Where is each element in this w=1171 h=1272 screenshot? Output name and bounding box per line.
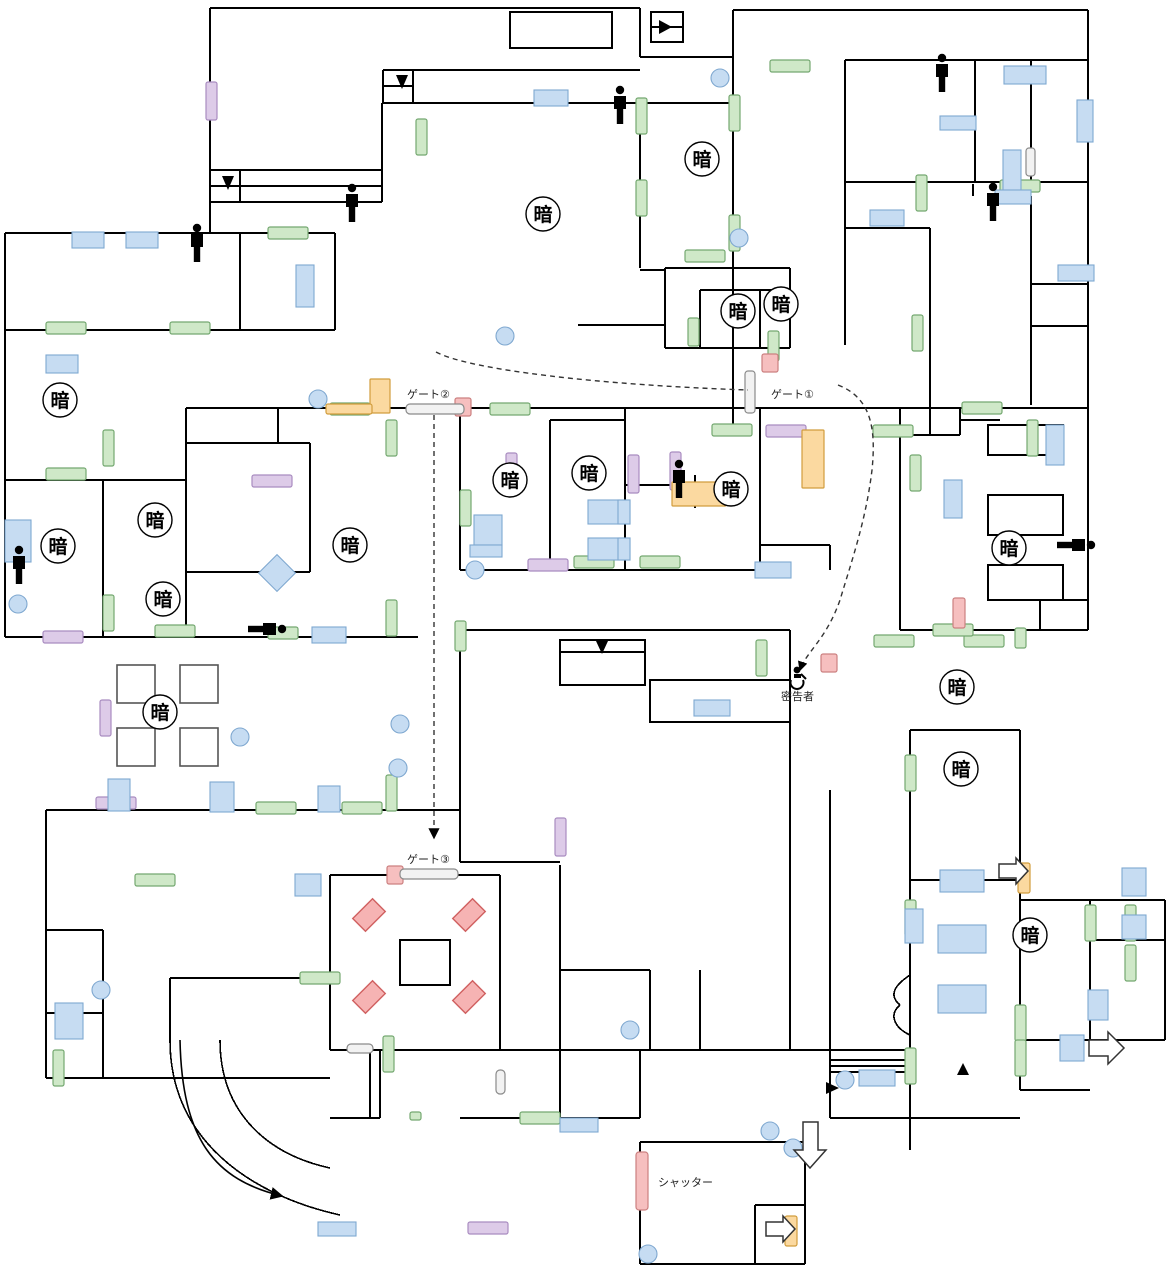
dark-room-label: 暗 <box>1020 924 1039 947</box>
dark-room-label: 暗 <box>533 203 552 226</box>
dark-room-marker: 暗 <box>137 502 173 538</box>
dark-room-marker: 暗 <box>145 581 181 617</box>
dark-room-label: 暗 <box>50 389 69 412</box>
exit-arrows-layer <box>765 856 1126 1244</box>
dark-room-marker: 暗 <box>713 471 749 507</box>
dark-room-marker: 暗 <box>939 669 975 705</box>
diamond-marker <box>257 553 297 593</box>
dark-room-label: 暗 <box>721 478 740 501</box>
dark-room-label: 暗 <box>999 537 1018 560</box>
dark-room-marker: 暗 <box>1012 917 1048 953</box>
dark-room-marker: 暗 <box>763 286 799 322</box>
dark-room-marker: 暗 <box>943 751 979 787</box>
lying-figures-layer <box>248 539 1096 635</box>
dark-room-label: 暗 <box>692 148 711 171</box>
label-informant: 密告者 <box>781 691 814 703</box>
person-figure <box>346 183 358 222</box>
tables-layer <box>116 664 219 767</box>
route-layer <box>428 351 874 840</box>
dark-room-label: 暗 <box>500 469 519 492</box>
label-shutter: シャッター <box>658 1177 713 1189</box>
person-figure-lying <box>1057 539 1096 551</box>
stair-direction-arrows <box>222 20 969 1094</box>
dark-room-marker: 暗 <box>492 462 528 498</box>
dark-room-label: 暗 <box>340 534 359 557</box>
standing-figures-layer <box>13 53 999 584</box>
dark-room-label: 暗 <box>145 509 164 532</box>
doors-layer <box>42 59 1137 1247</box>
dark-room-markers-layer: 暗暗暗暗暗暗暗暗暗暗暗暗暗暗暗暗暗 <box>40 141 1048 953</box>
dark-room-label: 暗 <box>48 535 67 558</box>
dark-room-marker: 暗 <box>142 694 178 730</box>
label-gate3: ゲート③ <box>407 854 450 866</box>
dark-room-label: 暗 <box>771 293 790 316</box>
dark-room-marker: 暗 <box>42 382 78 418</box>
person-figure <box>191 223 203 262</box>
dark-room-marker: 暗 <box>684 141 720 177</box>
person-figure <box>614 85 626 124</box>
dark-room-label: 暗 <box>150 701 169 724</box>
dark-room-label: 暗 <box>153 588 172 611</box>
hazard-markers-layer <box>351 897 487 1015</box>
person-figure <box>13 545 25 584</box>
furniture-layer <box>4 65 1147 1237</box>
informant-icon <box>789 666 807 690</box>
dark-room-label: 暗 <box>947 676 966 699</box>
dark-room-label: 暗 <box>579 462 598 485</box>
label-gate2: ゲート② <box>407 389 450 401</box>
dark-room-marker: 暗 <box>571 455 607 491</box>
dark-room-marker: 暗 <box>720 293 756 329</box>
person-figure <box>673 459 685 498</box>
label-gate1: ゲート① <box>771 389 814 401</box>
dark-room-marker: 暗 <box>40 528 76 564</box>
dark-room-label: 暗 <box>951 758 970 781</box>
dark-room-marker: 暗 <box>332 527 368 563</box>
dark-room-marker: 暗 <box>525 196 561 232</box>
person-figure <box>936 53 948 92</box>
dark-room-marker: 暗 <box>991 530 1027 566</box>
dark-room-label: 暗 <box>728 300 747 323</box>
person-figure <box>987 182 999 221</box>
person-figure-lying <box>248 623 287 635</box>
flow-arrow-curved <box>179 1039 284 1200</box>
